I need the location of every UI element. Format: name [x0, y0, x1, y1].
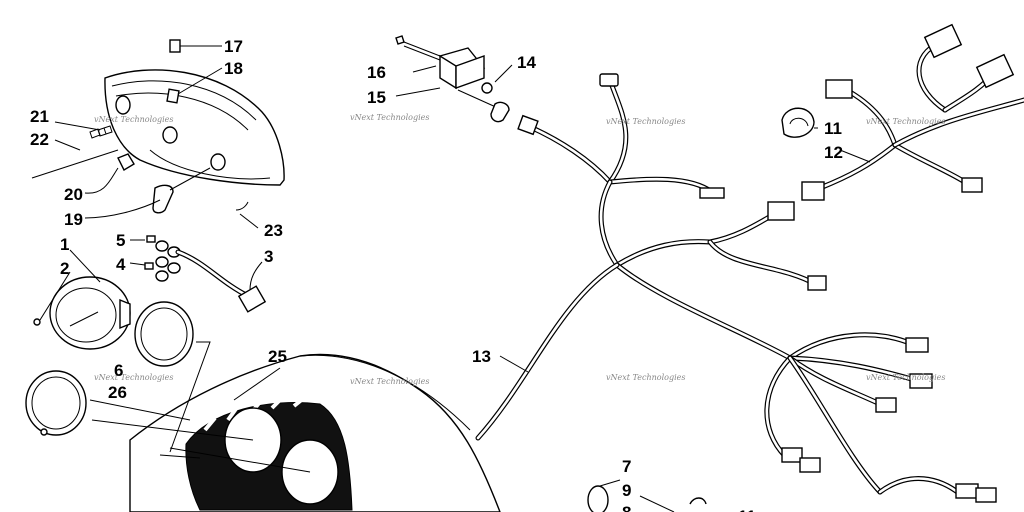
callout-6: 6: [114, 361, 123, 380]
watermark-text: vNext Technologies: [866, 117, 945, 126]
watermark-text: vNext Technologies: [866, 373, 945, 382]
callout-13: 13: [472, 347, 491, 366]
callout-21: 21: [30, 107, 49, 126]
callout-23: 23: [264, 221, 283, 240]
speedometer-gauge: [33, 249, 131, 350]
callout-25: 25: [268, 347, 287, 366]
watermark-text: vNext Technologies: [94, 115, 173, 124]
watermark-text: vNext Technologies: [350, 377, 429, 386]
callout-11b: 11: [738, 507, 756, 512]
callout-3: 3: [264, 247, 273, 266]
voltage-regulator: [395, 35, 513, 123]
callout-19: 19: [64, 210, 83, 229]
watermarks: vNext Technologies vNext Technologies vN…: [94, 113, 945, 386]
wiring-harness: [475, 42, 1024, 497]
callout-2: 2: [60, 259, 69, 278]
callout-7: 7: [622, 457, 631, 476]
callout-15: 15: [367, 88, 386, 107]
callout-14: 14: [517, 53, 536, 72]
callout-5: 5: [116, 231, 125, 250]
callout-20: 20: [64, 185, 83, 204]
callout-11: 11: [824, 119, 842, 138]
callout-22: 22: [30, 130, 49, 149]
harness-connectors: [499, 23, 1015, 512]
callout-26: 26: [108, 383, 127, 402]
instrument-hood: [89, 341, 501, 512]
callout-18: 18: [224, 59, 243, 78]
callout-17: 17: [224, 37, 243, 56]
callout-1: 1: [60, 235, 69, 254]
callout-labels: 17 18 21 22 20 19 23 1 2 5 4 3 6 26 25 1…: [30, 37, 843, 512]
callout-4: 4: [116, 255, 126, 274]
watermark-text: vNext Technologies: [350, 113, 429, 122]
watermark-text: vNext Technologies: [606, 117, 685, 126]
bulb-socket-harness: [129, 235, 267, 313]
callout-16: 16: [367, 63, 386, 82]
gauge-rings: [25, 301, 194, 436]
callout-9: 9: [622, 481, 631, 500]
headlight-assembly: [31, 39, 285, 229]
callout-8: 8: [622, 503, 631, 512]
watermark-text: vNext Technologies: [606, 373, 685, 382]
callout-12: 12: [824, 143, 843, 162]
watermark-text: vNext Technologies: [94, 373, 173, 382]
